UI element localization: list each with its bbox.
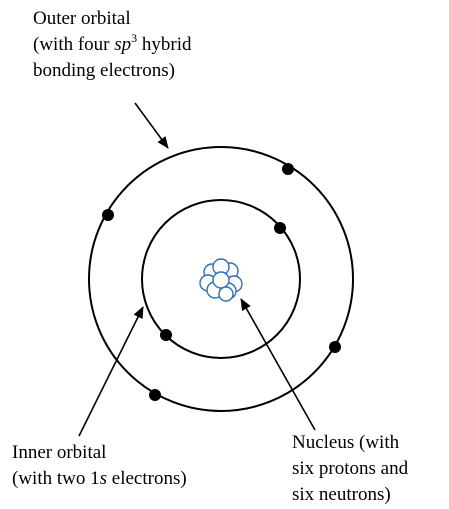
inner-label-line1: Inner orbital [12, 442, 107, 463]
nucleus [199, 258, 243, 302]
nucleus-label-line2: six protons and [292, 458, 409, 479]
inner-electron [274, 222, 286, 234]
inner-orbit [141, 199, 301, 359]
nucleus-label-line3: six neutrons) [292, 484, 391, 505]
outer-electron [329, 341, 341, 353]
nucleus-pointer [240, 298, 316, 431]
inner-orbital-label: Inner orbital (with two 1s electrons) [12, 440, 187, 492]
nucleus-label-line1: Nucleus (with [292, 432, 400, 453]
inner-electron [160, 329, 172, 341]
outer-label-line3: bonding electrons) [33, 60, 175, 81]
nucleon [212, 271, 230, 289]
outer-electron [282, 163, 294, 175]
outer-orbital-label: Outer orbital (with four sp3 hybrid bond… [33, 6, 192, 84]
outer-orbit [88, 146, 354, 412]
outer-label-line2: (with four sp3 hybrid [33, 31, 192, 55]
outer-electron [102, 209, 114, 221]
nucleus-label: Nucleus (with six protons and six neutro… [292, 430, 408, 508]
outer-orbital-pointer [134, 102, 169, 149]
outer-electron [149, 389, 161, 401]
inner-label-line2: (with two 1s electrons) [12, 468, 187, 489]
outer-label-line1: Outer orbital [33, 8, 131, 29]
nucleon [218, 286, 234, 302]
inner-orbital-pointer [78, 306, 144, 437]
